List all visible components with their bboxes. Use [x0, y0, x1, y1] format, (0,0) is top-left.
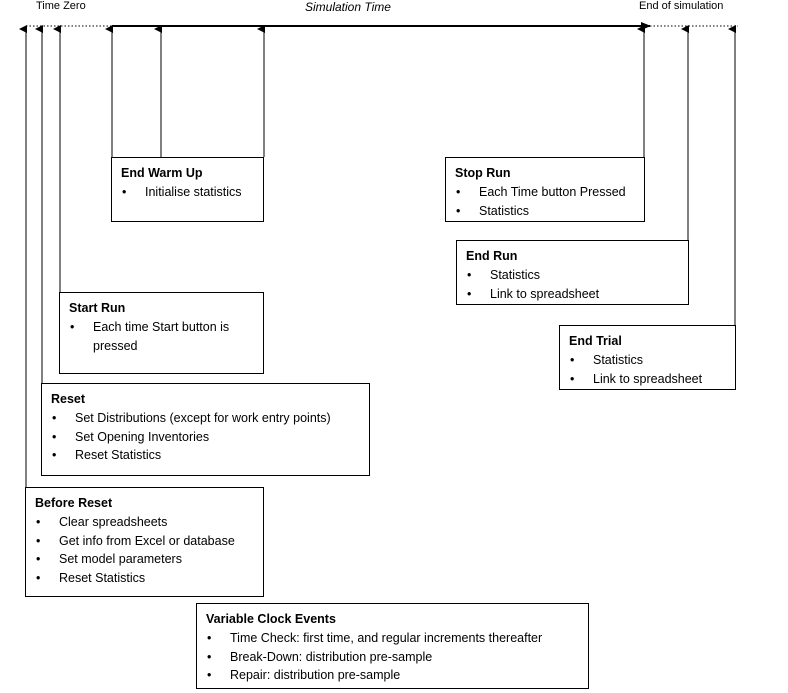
before-reset-item: Reset Statistics: [35, 569, 255, 588]
stop-run-title: Stop Run: [455, 166, 511, 180]
end-run-item: Link to spreadsheet: [466, 285, 680, 304]
before-reset-box: Before Reset Clear spreadsheets Get info…: [25, 487, 264, 597]
variable-clock-events-item: Repair: distribution pre-sample: [206, 666, 580, 685]
reset-item: Set Distributions (except for work entry…: [51, 409, 361, 428]
before-reset-list: Clear spreadsheets Get info from Excel o…: [35, 513, 255, 588]
start-run-title: Start Run: [69, 301, 126, 315]
end-trial-list: Statistics Link to spreadsheet: [569, 351, 727, 389]
variable-clock-events-box: Variable Clock Events Time Check: first …: [196, 603, 589, 689]
before-reset-item: Get info from Excel or database: [35, 532, 255, 551]
start-run-box: Start Run Each time Start button is pres…: [59, 292, 264, 374]
end-warm-up-item: Initialise statistics: [121, 183, 255, 202]
end-warm-up-box: End Warm Up Initialise statistics: [111, 157, 264, 222]
start-run-item: Each time Start button is pressed: [69, 318, 243, 356]
reset-item: Set Opening Inventories: [51, 428, 361, 447]
end-trial-item: Statistics: [569, 351, 727, 370]
before-reset-title: Before Reset: [35, 496, 113, 510]
end-trial-item: Link to spreadsheet: [569, 370, 727, 389]
stop-run-box: Stop Run Each Time button Pressed Statis…: [445, 157, 645, 222]
variable-clock-events-title: Variable Clock Events: [206, 612, 336, 626]
before-reset-item: Clear spreadsheets: [35, 513, 255, 532]
end-trial-box: End Trial Statistics Link to spreadsheet: [559, 325, 736, 390]
reset-item: Reset Statistics: [51, 446, 361, 465]
stop-run-item: Each Time button Pressed: [455, 183, 636, 202]
reset-list: Set Distributions (except for work entry…: [51, 409, 361, 465]
end-run-box: End Run Statistics Link to spreadsheet: [456, 240, 689, 305]
end-run-item: Statistics: [466, 266, 680, 285]
end-run-title: End Run: [466, 249, 518, 263]
simulation-time-label: Simulation Time: [305, 0, 391, 14]
end-warm-up-list: Initialise statistics: [121, 183, 255, 202]
time-zero-label: Time Zero: [36, 0, 86, 12]
start-run-list: Each time Start button is pressed: [69, 318, 255, 356]
end-of-simulation-label: End of simulation: [639, 0, 724, 12]
variable-clock-events-item: Time Check: first time, and regular incr…: [206, 629, 580, 648]
end-run-list: Statistics Link to spreadsheet: [466, 266, 680, 304]
variable-clock-events-list: Time Check: first time, and regular incr…: [206, 629, 580, 685]
end-trial-title: End Trial: [569, 334, 622, 348]
stop-run-list: Each Time button Pressed Statistics: [455, 183, 636, 221]
variable-clock-events-item: Break-Down: distribution pre-sample: [206, 648, 580, 667]
reset-title: Reset: [51, 392, 86, 406]
stop-run-item: Statistics: [455, 202, 636, 221]
reset-box: Reset Set Distributions (except for work…: [41, 383, 370, 476]
before-reset-item: Set model parameters: [35, 550, 255, 569]
end-warm-up-title: End Warm Up: [121, 166, 203, 180]
